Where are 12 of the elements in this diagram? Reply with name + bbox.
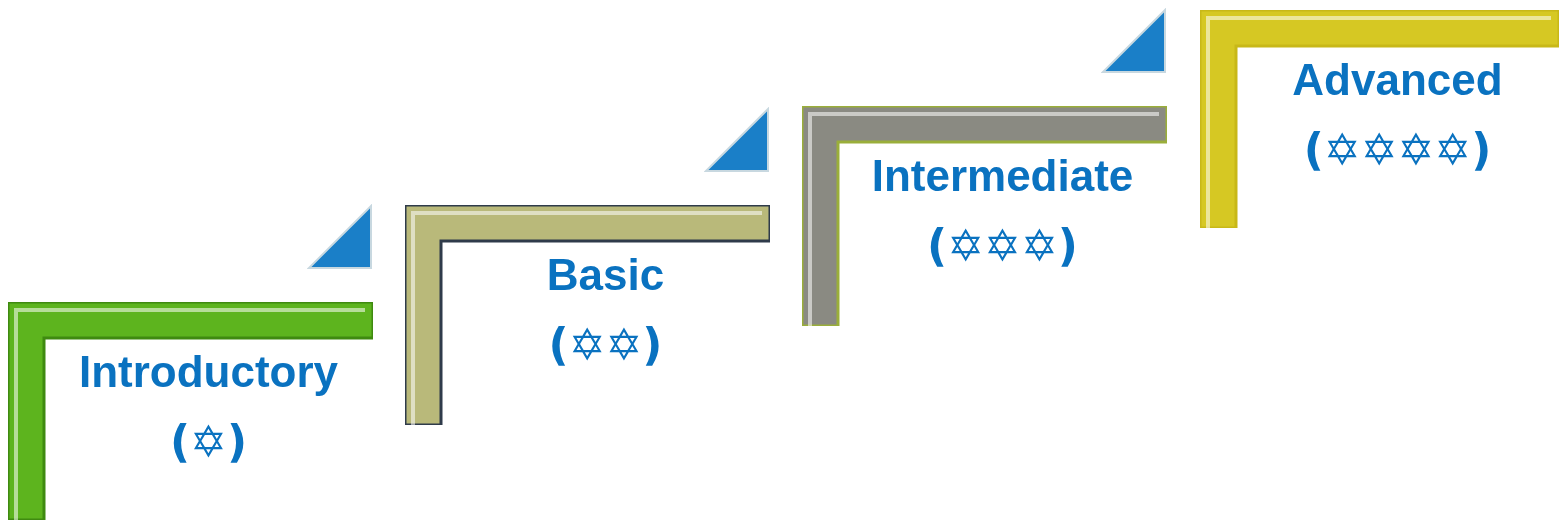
level-title: Basic: [545, 253, 666, 297]
star-rating: (✡✡): [547, 323, 664, 367]
step-bracket: [1200, 10, 1559, 228]
level-title: Advanced: [1291, 58, 1504, 102]
star-rating: (✡✡✡): [926, 224, 1079, 268]
step-bracket: [8, 302, 373, 520]
star-rating: (✡): [168, 420, 249, 464]
step-bracket: [405, 205, 770, 425]
level-title: Intermediate: [870, 154, 1135, 198]
step-bracket: [802, 106, 1167, 326]
star-rating: (✡✡✡✡): [1302, 128, 1493, 172]
level-title: Introductory: [77, 350, 340, 394]
